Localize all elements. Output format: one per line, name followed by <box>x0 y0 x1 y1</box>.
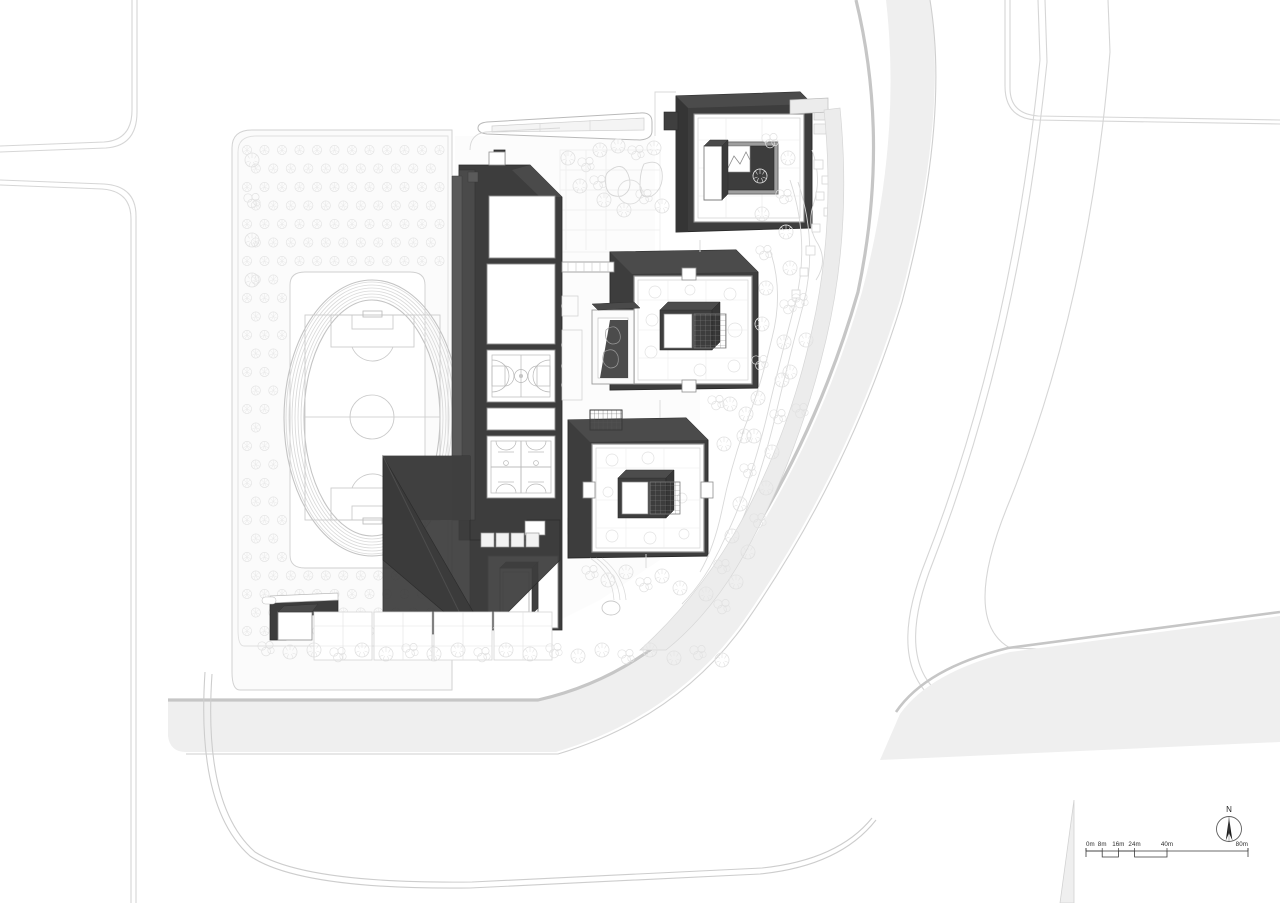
scale-bar-label: 80m <box>1236 841 1248 848</box>
north-access-paths <box>469 91 701 568</box>
basketball-full-court <box>491 354 551 398</box>
south-courtyard-block <box>567 409 714 559</box>
scale-bar-label: 0m <box>1086 841 1095 848</box>
river-band <box>168 0 937 755</box>
north-arrow: N <box>1216 805 1242 842</box>
spine-void-3 <box>486 407 556 431</box>
mid-courtyard-block <box>591 249 759 393</box>
scale-bar-segment <box>1101 851 1119 858</box>
north-courtyard-block <box>663 91 829 233</box>
bottom-boundary-road <box>203 671 877 889</box>
spine-roof-elements <box>467 151 506 183</box>
scale-bar-segment <box>1134 851 1168 858</box>
scale-bar-label: 24m <box>1128 841 1140 848</box>
service-band-east <box>639 107 845 651</box>
scale-bar-label: 40m <box>1161 841 1173 848</box>
angled-wedge-block <box>382 454 587 635</box>
spine-void-1 <box>488 195 556 259</box>
scale-bar-label: 16m <box>1112 841 1124 848</box>
north-arrow-label: N <box>1226 805 1232 814</box>
river-band-lower-right <box>880 610 1280 760</box>
landscape-blobs <box>604 161 663 205</box>
spine-void-2 <box>486 263 556 345</box>
road-sliver <box>1059 799 1075 903</box>
pond-element <box>601 600 621 616</box>
gatehouse <box>261 592 339 641</box>
scale-bar-label: 8m <box>1098 841 1107 848</box>
spine-side-notches <box>561 295 583 401</box>
basketball-half-courts <box>490 440 552 494</box>
spine-lower-rooms <box>480 532 540 548</box>
entry-canopy <box>477 112 653 141</box>
amphitheatre-arcs <box>589 557 627 601</box>
connector-bridge <box>561 261 615 273</box>
